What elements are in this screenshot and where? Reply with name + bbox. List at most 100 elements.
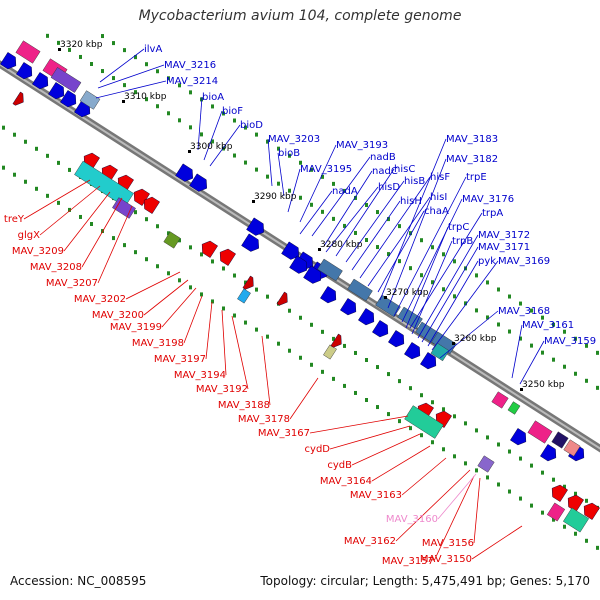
forward-gene-label: MAV_3183 bbox=[446, 134, 498, 145]
track-dot bbox=[585, 343, 588, 348]
reverse-gene-label: MAV_3207 bbox=[46, 278, 98, 289]
feature-box bbox=[79, 90, 101, 110]
axis-tick-label: 3290 kbp bbox=[254, 192, 297, 202]
track-dot bbox=[57, 40, 60, 45]
forward-gene-arrow bbox=[289, 255, 307, 274]
leader-line bbox=[351, 200, 401, 271]
track-dot bbox=[497, 442, 500, 447]
leader-line bbox=[387, 158, 447, 309]
track-dot bbox=[112, 76, 115, 81]
track-dot bbox=[24, 139, 27, 144]
track-dot bbox=[530, 343, 533, 348]
track-dot bbox=[79, 214, 82, 219]
track-dot bbox=[420, 393, 423, 398]
rna-feature-box bbox=[15, 40, 41, 64]
reverse-gene-label: MAV_3164 bbox=[320, 476, 372, 487]
figure-title: Mycobacterium avium 104, complete genome bbox=[138, 8, 462, 24]
forward-gene-arrow bbox=[320, 286, 337, 304]
track-dot bbox=[519, 496, 522, 501]
track-dot bbox=[552, 477, 555, 482]
track-dot bbox=[508, 489, 511, 494]
forward-gene-arrow bbox=[189, 173, 207, 192]
small-gene-arrow bbox=[242, 275, 254, 290]
leader-line bbox=[359, 176, 431, 279]
track-dot bbox=[211, 299, 214, 304]
reverse-gene-label: MAV_3194 bbox=[174, 370, 226, 381]
track-dot bbox=[475, 468, 478, 473]
track-dot bbox=[409, 266, 412, 271]
leader-line bbox=[23, 179, 91, 220]
track-dot bbox=[68, 47, 71, 52]
forward-gene-arrow bbox=[388, 330, 405, 348]
track-dot bbox=[409, 231, 412, 236]
forward-gene-label: pyk bbox=[478, 256, 496, 267]
track-dot bbox=[530, 503, 533, 508]
reverse-gene-label: cydB bbox=[327, 460, 352, 471]
reverse-gene-label: MAV_3202 bbox=[74, 294, 126, 305]
forward-gene-arrow bbox=[32, 72, 49, 90]
leader-line bbox=[143, 279, 189, 316]
forward-gene-arrow bbox=[246, 217, 264, 236]
track-dot bbox=[222, 146, 225, 151]
leader-line bbox=[231, 315, 249, 390]
leader-line bbox=[371, 445, 431, 482]
track-dot bbox=[90, 222, 93, 226]
track-dot bbox=[486, 475, 489, 480]
forward-gene-label: nadB bbox=[370, 152, 396, 163]
reverse-gene-label: MAV_3199 bbox=[110, 322, 162, 333]
leader-line bbox=[439, 310, 499, 359]
small-gene-arrow bbox=[12, 91, 24, 106]
gene-features bbox=[0, 40, 600, 533]
track-dot bbox=[145, 62, 148, 67]
track-dot bbox=[68, 167, 71, 172]
track-dot bbox=[596, 385, 599, 390]
forward-gene-label: trpC bbox=[448, 222, 469, 233]
reverse-gene-label: MAV_3162 bbox=[344, 536, 396, 547]
axis-tick-mark bbox=[384, 296, 387, 299]
forward-gene-arrow bbox=[510, 428, 527, 446]
forward-gene-arrow bbox=[540, 444, 557, 462]
leader-line bbox=[99, 48, 145, 83]
leader-line bbox=[299, 144, 337, 223]
track-dot bbox=[464, 461, 467, 466]
track-dot bbox=[387, 372, 390, 377]
track-dot bbox=[266, 174, 269, 179]
leader-line bbox=[95, 80, 167, 99]
track-dot bbox=[90, 62, 93, 66]
track-dot bbox=[13, 172, 16, 177]
track-dot bbox=[365, 238, 368, 242]
forward-gene-label: trpE bbox=[466, 172, 487, 183]
forward-gene-label: trpB bbox=[452, 236, 473, 247]
track-dot bbox=[541, 470, 544, 475]
leader-line bbox=[161, 287, 197, 328]
track-dot bbox=[255, 132, 258, 137]
track-dot bbox=[299, 195, 302, 200]
track-dot bbox=[310, 167, 313, 172]
forward-gene-arrow bbox=[0, 52, 17, 70]
track-dot bbox=[464, 301, 467, 306]
track-dot bbox=[365, 398, 368, 402]
feature-box bbox=[430, 342, 450, 362]
track-dot bbox=[332, 376, 335, 381]
track-dot bbox=[244, 280, 247, 285]
track-dot bbox=[233, 118, 236, 123]
track-dot bbox=[277, 181, 280, 186]
track-dot bbox=[343, 223, 346, 228]
track-dot bbox=[321, 329, 324, 334]
track-dot bbox=[2, 125, 5, 130]
track-dot bbox=[552, 517, 555, 522]
axis-tick-label: 3270 kbp bbox=[386, 288, 429, 298]
track-dot bbox=[519, 336, 522, 341]
forward-gene-arrow bbox=[404, 342, 421, 360]
leader-line bbox=[63, 191, 111, 252]
forward-gene-arrow bbox=[420, 352, 437, 370]
track-dot bbox=[277, 341, 280, 346]
track-dot bbox=[266, 334, 269, 339]
reverse-gene-arrow bbox=[219, 248, 236, 266]
track-dot bbox=[541, 350, 544, 355]
forward-gene-arrow bbox=[372, 320, 389, 338]
track-dot bbox=[145, 217, 148, 222]
leader-line bbox=[97, 205, 133, 284]
track-dot bbox=[167, 76, 170, 81]
track-dot bbox=[35, 146, 38, 151]
